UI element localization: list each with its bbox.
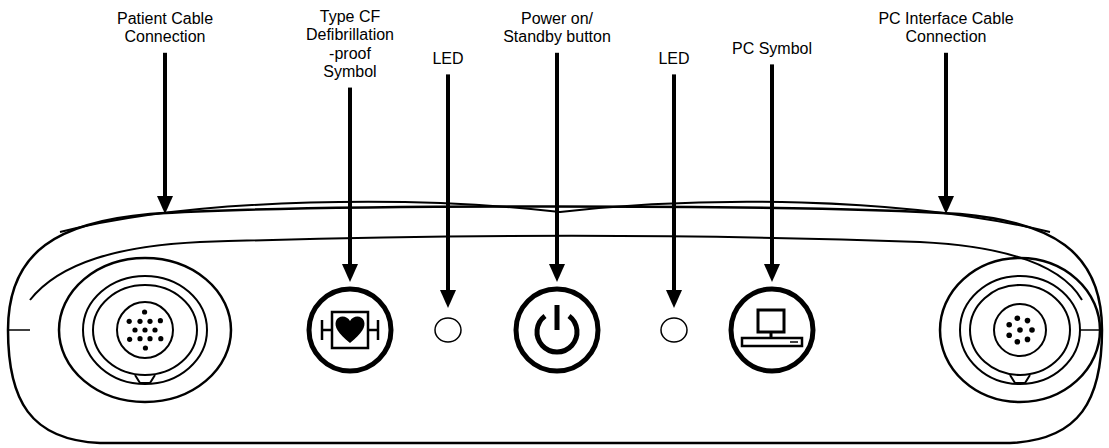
leader-line <box>348 88 352 268</box>
part-label: PC Symbol <box>717 40 827 58</box>
leader-arrowhead <box>342 264 358 282</box>
part-label: LED <box>418 50 478 68</box>
leader-line <box>446 74 450 294</box>
power-button <box>516 289 598 371</box>
leader-arrowhead <box>157 196 173 214</box>
type-cf-symbol <box>309 289 391 371</box>
leader-arrowhead <box>764 264 780 282</box>
leader-arrowhead <box>938 196 954 214</box>
part-label: Type CF Defibrillation -proof Symbol <box>303 8 397 82</box>
patient-connector <box>59 258 231 402</box>
part-label: PC Interface Cable Connection <box>871 10 1021 47</box>
led <box>435 318 461 342</box>
part-label: Power on/ Standby button <box>497 10 617 47</box>
pc-connector <box>940 258 1100 402</box>
pc-symbol <box>731 289 813 371</box>
leader-line <box>770 64 774 268</box>
leader-arrowhead <box>440 290 456 308</box>
leader-arrowhead <box>549 264 565 282</box>
led <box>661 318 687 342</box>
leader-line <box>944 53 948 200</box>
leader-line <box>555 53 559 268</box>
seam-line <box>8 329 30 331</box>
leader-line <box>672 74 676 294</box>
part-label: LED <box>644 50 704 68</box>
seam-line <box>1080 329 1102 331</box>
leader-arrowhead <box>666 290 682 308</box>
leader-line <box>163 53 167 200</box>
part-label: Patient Cable Connection <box>105 10 225 47</box>
